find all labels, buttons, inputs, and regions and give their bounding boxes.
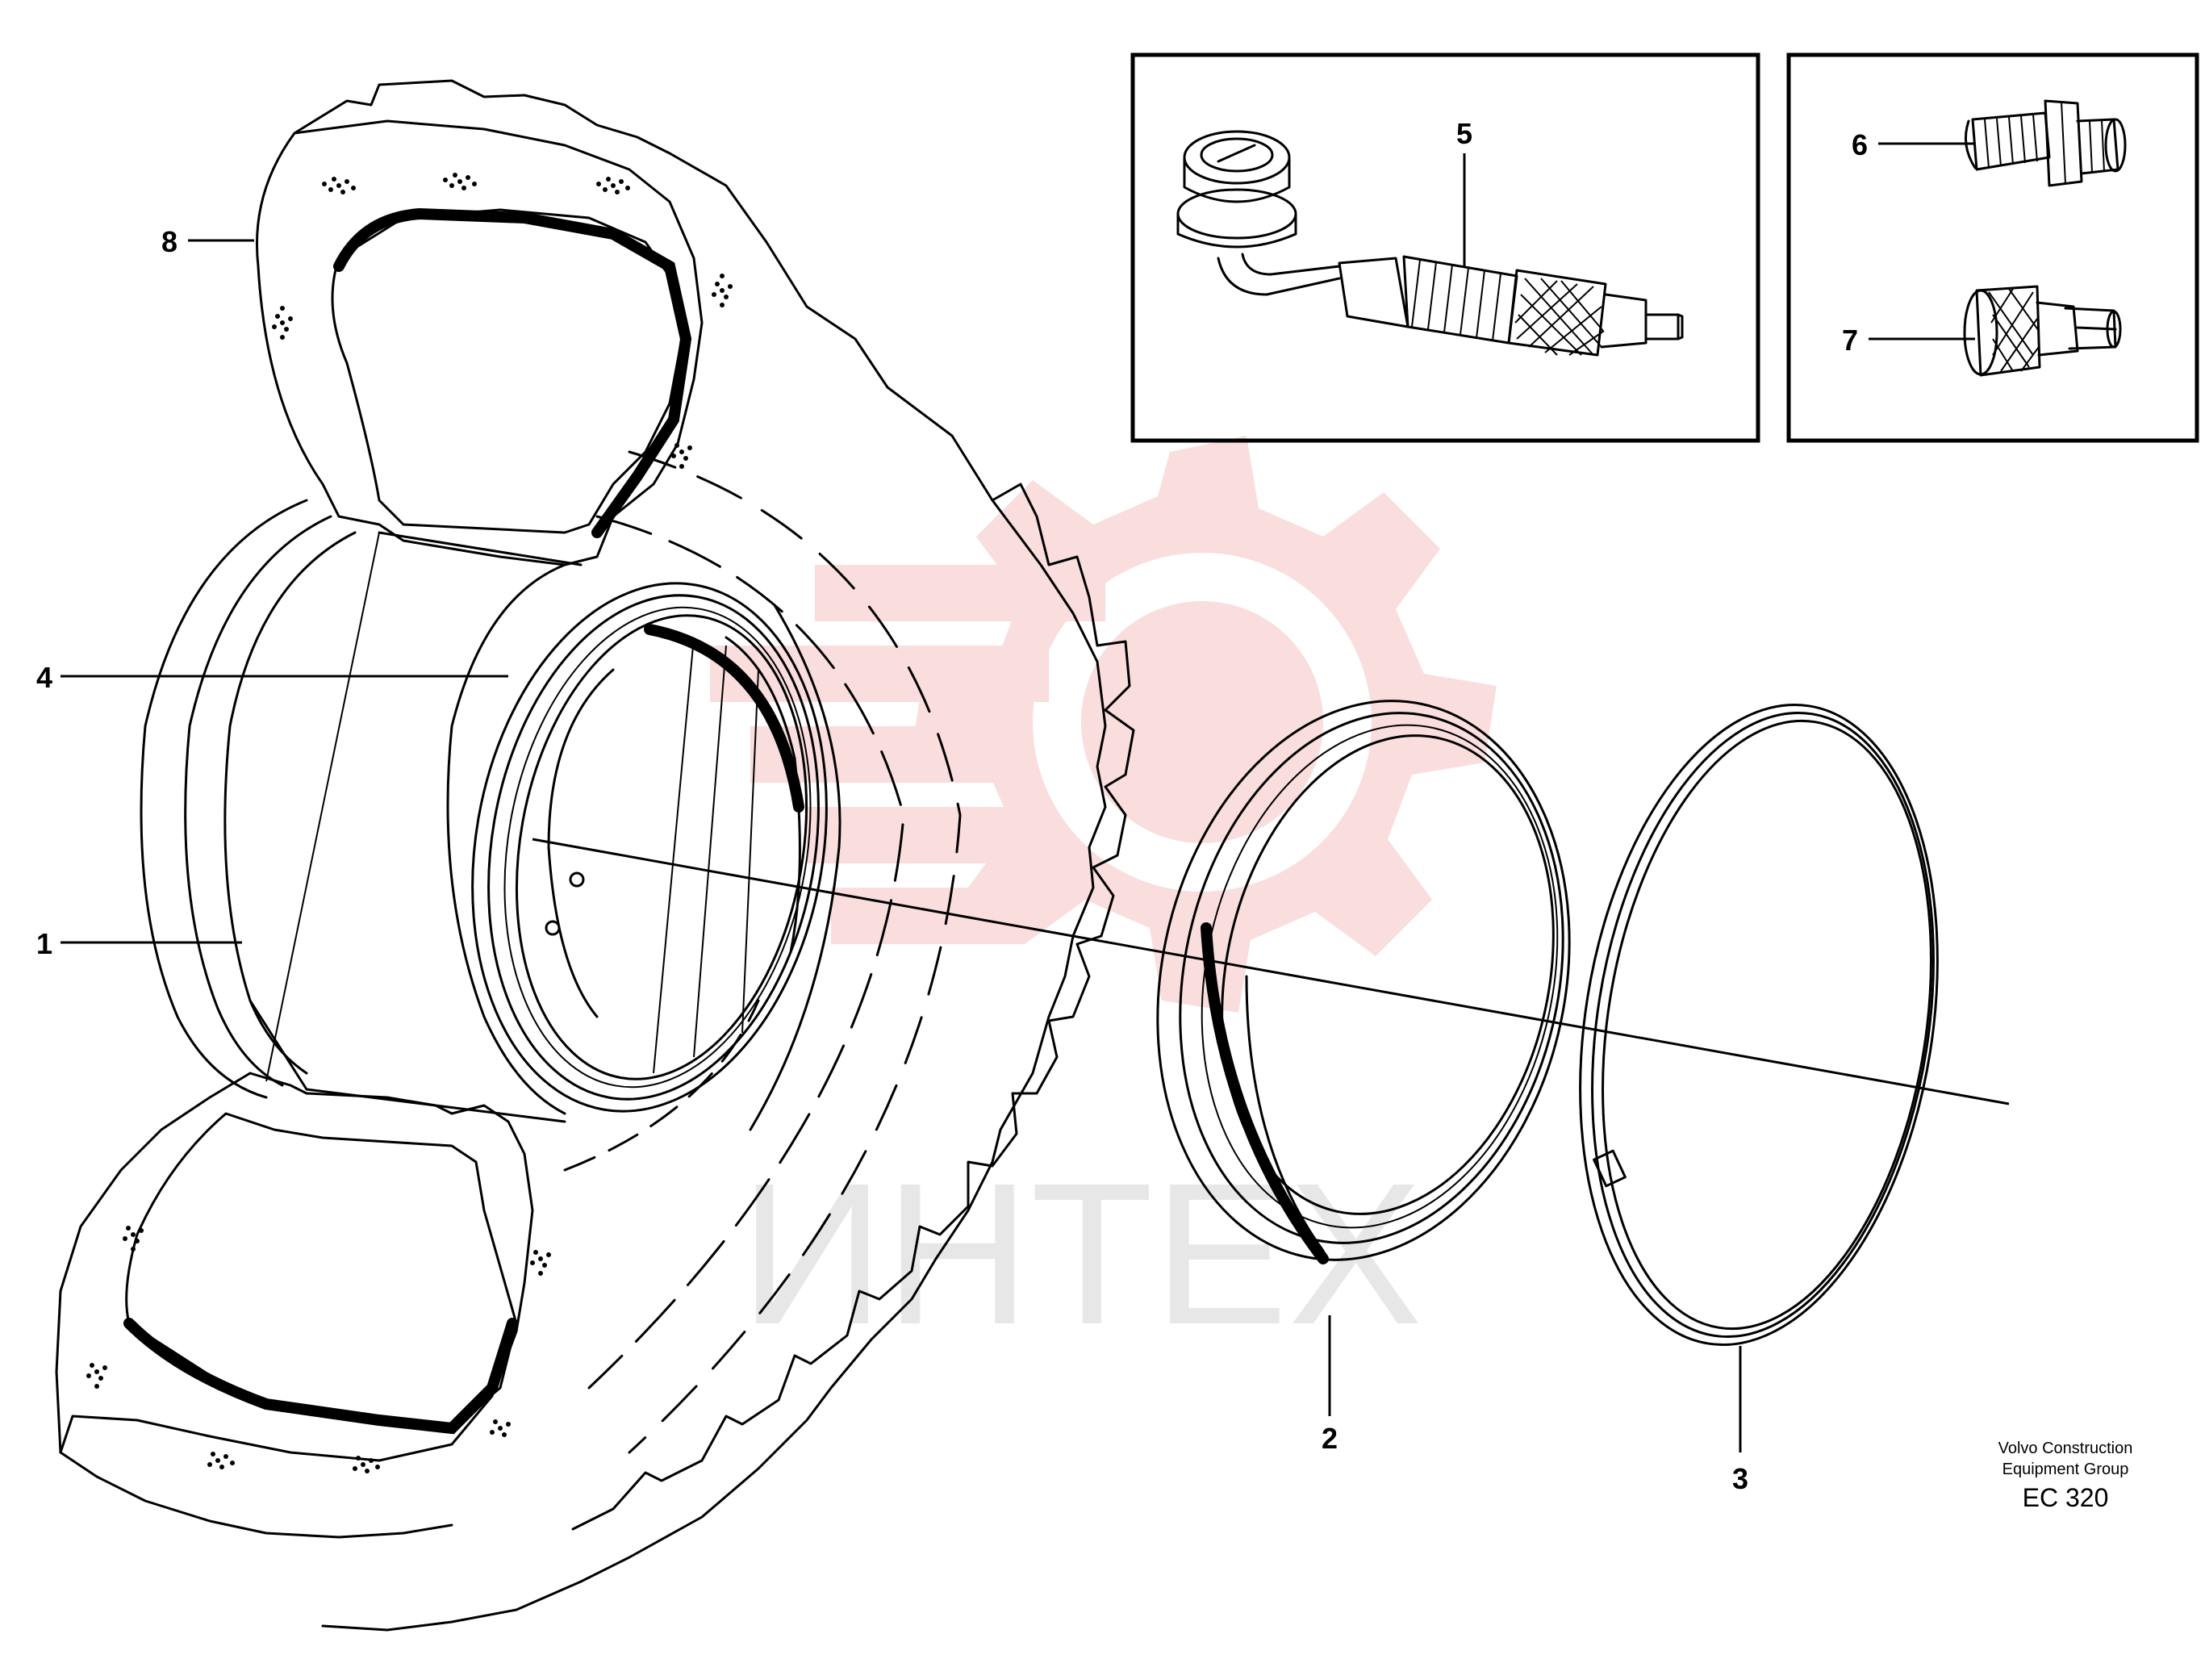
drawing-caption: Volvo Construction Equipment Group EC 32… xyxy=(1936,1438,2195,1515)
caption-code: EC 320 xyxy=(2022,1483,2109,1512)
nipple-fitting xyxy=(1964,99,2127,187)
callout-leaders xyxy=(61,142,1975,1452)
tire xyxy=(55,79,1135,1632)
center-axis-line xyxy=(532,838,2010,1105)
watermark-gear-icon xyxy=(710,436,1497,1013)
caption-line-2: Equipment Group xyxy=(2002,1461,2129,1478)
inset-box-valve xyxy=(1130,52,1760,443)
callout-1: 1 xyxy=(36,927,52,960)
callout-5: 5 xyxy=(1456,117,1472,150)
lock-ring xyxy=(1156,700,1571,1264)
watermark: ИНТЕХ xyxy=(710,436,1497,1366)
inset-box-fittings xyxy=(1786,52,2199,443)
rim xyxy=(140,499,828,1123)
side-ring xyxy=(1579,703,1939,1347)
caption-line-1: Volvo Construction xyxy=(1998,1440,2133,1457)
callout-6: 6 xyxy=(1852,128,1868,161)
callout-8: 8 xyxy=(161,225,177,258)
valve-assembly xyxy=(1176,130,1684,357)
callout-2: 2 xyxy=(1322,1422,1338,1455)
tire-texture xyxy=(86,173,733,1473)
valve-cap xyxy=(1963,285,2122,377)
callout-3: 3 xyxy=(1732,1462,1748,1495)
callout-4: 4 xyxy=(36,661,52,694)
callout-7: 7 xyxy=(1842,324,1858,357)
watermark-text: ИНТЕХ xyxy=(740,1141,1422,1366)
